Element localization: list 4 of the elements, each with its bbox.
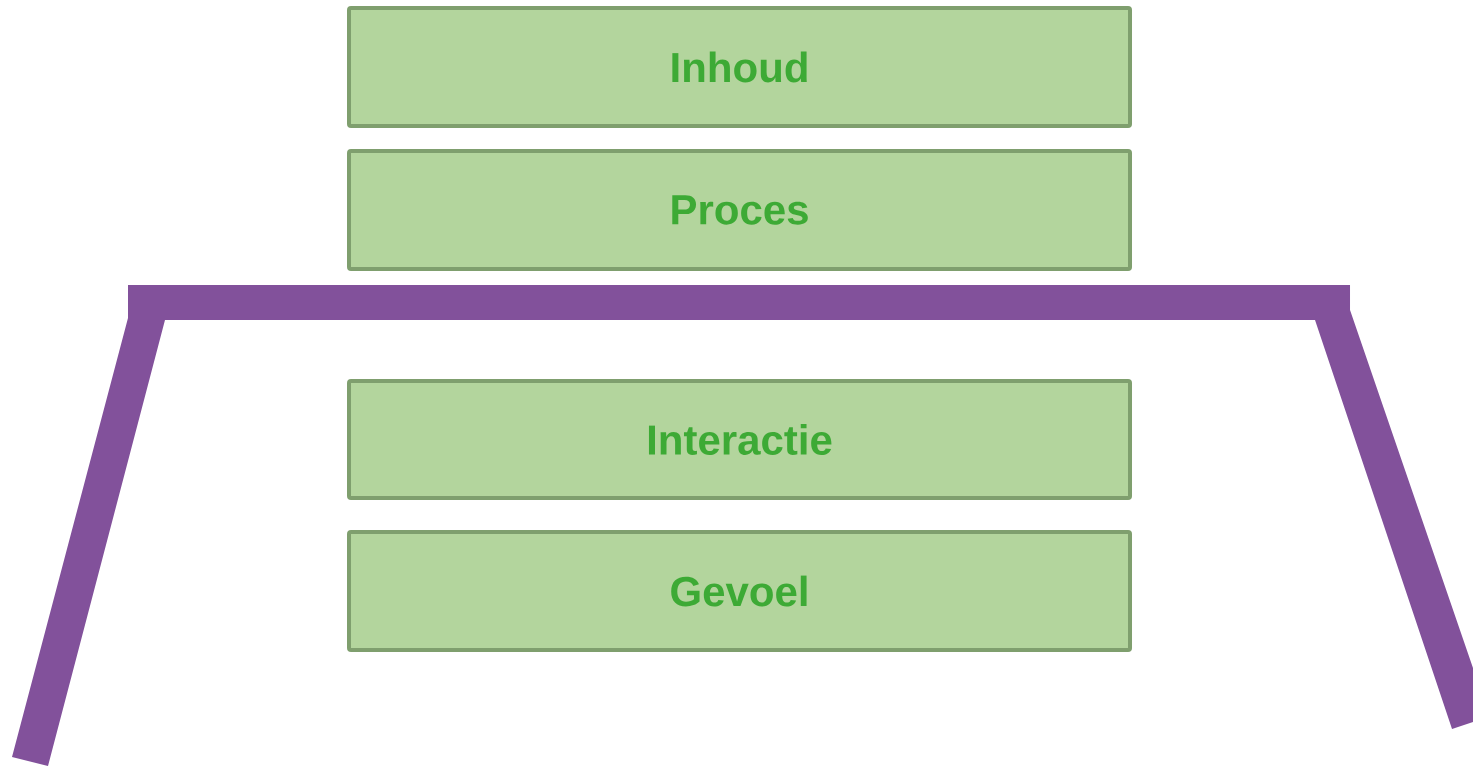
- label-box: Proces: [347, 149, 1132, 271]
- label-box: Inhoud: [347, 6, 1132, 128]
- label-box: Interactie: [347, 379, 1132, 500]
- label-box: Gevoel: [347, 530, 1132, 652]
